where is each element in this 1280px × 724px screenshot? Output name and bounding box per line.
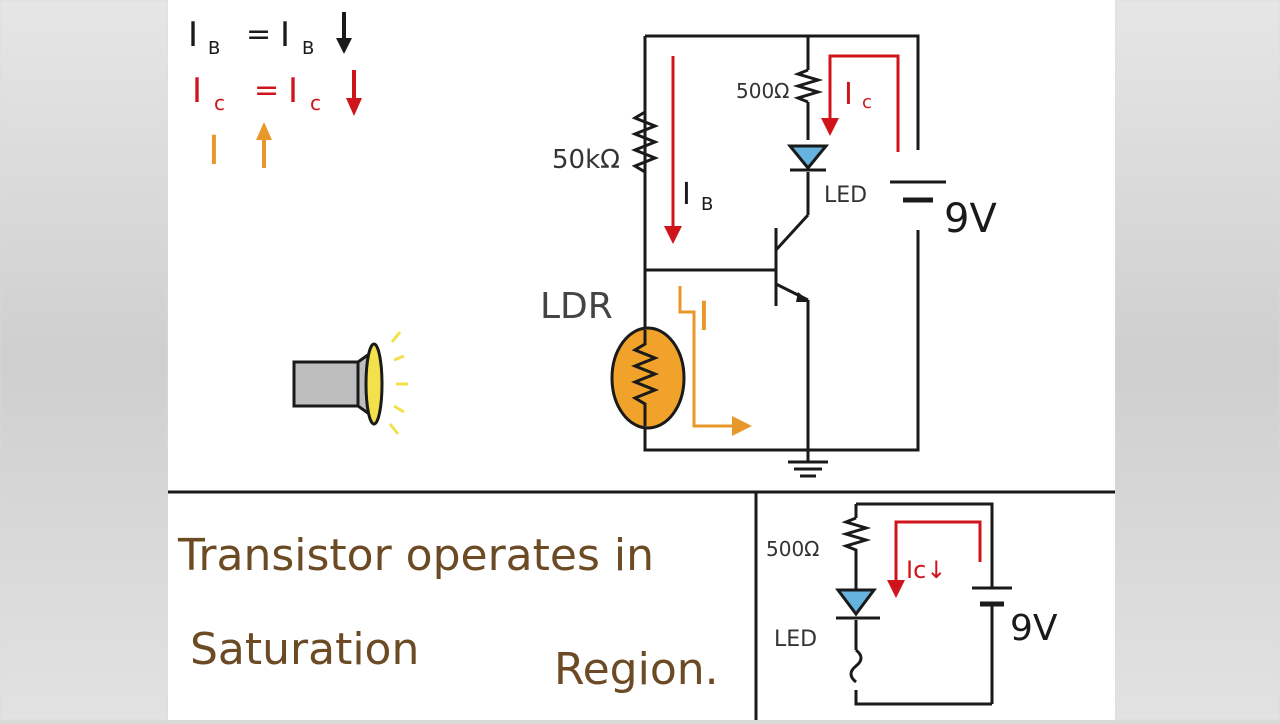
legend-ic-rhs: I — [288, 71, 298, 111]
legend: I B = I B I c = I c — [188, 12, 362, 174]
legend-i-row: I — [208, 122, 272, 174]
base-resistor-label: 50kΩ — [552, 145, 620, 175]
collector-current-arrow: I c — [821, 54, 900, 152]
mini-resistor — [840, 516, 872, 556]
ldr: LDR — [540, 286, 686, 430]
caption-line1: Transistor operates in — [177, 530, 654, 581]
legend-ib-lhs-sub: B — [208, 38, 220, 59]
arrow-up-icon — [256, 122, 272, 168]
legend-ib-rhs-sub: B — [302, 38, 314, 59]
ib-label: I — [682, 177, 691, 212]
caption-line2a: Saturation — [190, 624, 419, 675]
mini-battery: 9V — [972, 586, 1058, 649]
mini-switch — [849, 648, 863, 684]
circuit-diagram: I B = I B I c = I c — [168, 12, 1115, 720]
legend-ib-row: I B = I B — [188, 12, 352, 59]
ic-sub: c — [862, 92, 872, 113]
collector-resistor: 500Ω — [736, 68, 824, 104]
flashlight-icon — [292, 331, 408, 435]
base-current-arrow: I B — [664, 56, 713, 244]
blurred-left-margin — [0, 0, 168, 720]
base-resistor: 50kΩ — [552, 100, 660, 184]
ic-label: I — [844, 77, 853, 112]
legend-i-label: I — [208, 128, 220, 174]
legend-ic-row: I c = I c — [192, 70, 362, 116]
battery-label: 9V — [944, 196, 997, 242]
caption: Transistor operates in Saturation Region… — [177, 530, 719, 695]
ldr-current-arrow: I — [678, 286, 752, 436]
legend-ib-eq: = — [246, 17, 271, 52]
legend-ib-lhs: I — [188, 15, 198, 55]
battery: 9V — [890, 150, 997, 242]
legend-ic-rhs-sub: c — [310, 91, 321, 115]
arrow-down-icon — [336, 12, 352, 54]
mini-led — [835, 588, 880, 620]
led-label: LED — [824, 183, 867, 208]
mini-battery-label: 9V — [1010, 608, 1058, 649]
collector-resistor-label: 500Ω — [736, 79, 789, 103]
mini-current-arrow: Ic↓ — [887, 520, 982, 598]
ib-sub: B — [701, 194, 713, 215]
ldr-label: LDR — [540, 286, 613, 327]
ldr-current-label: I — [698, 294, 710, 340]
legend-ic-lhs-sub: c — [214, 91, 225, 115]
led: LED — [786, 144, 867, 208]
whiteboard-canvas: I B = I B I c = I c — [168, 0, 1115, 720]
caption-line2b: Region. — [554, 644, 719, 695]
main-circuit-wires — [643, 34, 920, 452]
mini-led-label: LED — [774, 627, 817, 652]
legend-ic-eq: = — [254, 73, 279, 108]
transistor — [774, 213, 810, 306]
arrow-down-icon — [346, 70, 362, 116]
ground-icon — [788, 450, 828, 478]
mini-circuit: 500Ω LED Ic↓ 9V — [766, 502, 1058, 706]
legend-ib-rhs: I — [280, 15, 290, 55]
legend-ic-lhs: I — [192, 71, 202, 111]
mini-resistor-label: 500Ω — [766, 537, 819, 561]
blurred-right-margin — [1115, 0, 1280, 720]
mini-current-label: Ic↓ — [906, 556, 946, 584]
